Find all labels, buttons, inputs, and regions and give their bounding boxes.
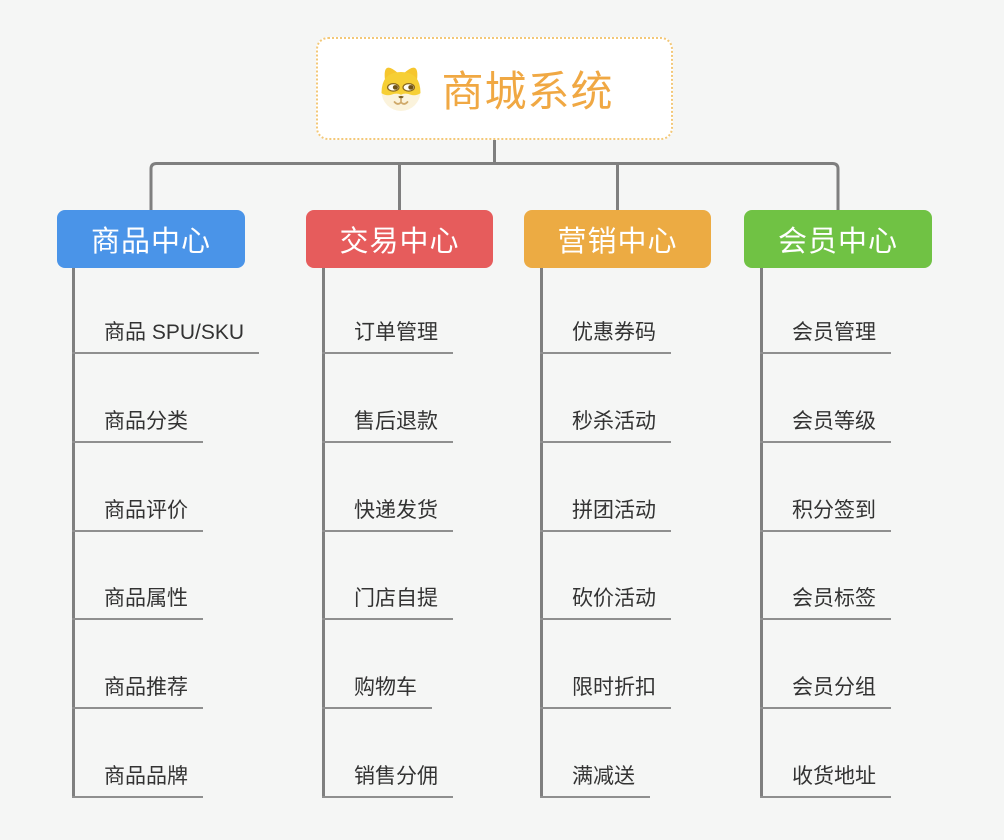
mindmap-leaf[interactable]: 满减送 [540,760,650,798]
branch-node-product-center[interactable]: 商品中心 [57,210,245,268]
mindmap-leaf[interactable]: 商品 SPU/SKU [72,316,260,354]
branch-node-trade-center[interactable]: 交易中心 [306,210,493,268]
mindmap-leaf[interactable]: 门店自提 [322,582,453,620]
branch-node-member-center[interactable]: 会员中心 [744,210,932,268]
branch-label: 商品中心 [90,226,211,258]
branch-node-marketing-center[interactable]: 营销中心 [524,210,711,268]
root-node[interactable]: 商城系统 [316,37,673,140]
mindmap-leaf[interactable]: 销售分佣 [322,760,453,798]
mindmap-leaf[interactable]: 收货地址 [760,760,891,798]
mindmap-leaf[interactable]: 拼团活动 [540,494,671,532]
mindmap-leaf[interactable]: 秒杀活动 [540,405,671,443]
connector-bus [149,162,840,211]
mindmap-leaf[interactable]: 会员等级 [760,405,891,443]
mindmap-leaf[interactable]: 会员分组 [760,671,891,709]
mindmap-leaf[interactable]: 商品分类 [72,405,203,443]
branch-label: 营销中心 [557,226,678,258]
mindmap-leaf[interactable]: 优惠券码 [540,316,671,354]
branch-label: 会员中心 [777,226,898,258]
mindmap-leaf[interactable]: 商品品牌 [72,760,203,798]
root-title: 商城系统 [441,68,614,115]
branch-label: 交易中心 [339,226,460,258]
mindmap-leaf[interactable]: 购物车 [322,671,432,709]
mindmap-leaf[interactable]: 会员管理 [760,316,891,354]
dog-icon [381,67,421,111]
mindmap-leaf[interactable]: 会员标签 [760,582,891,620]
mindmap-leaf[interactable]: 砍价活动 [540,582,671,620]
mindmap-leaf[interactable]: 商品评价 [72,494,203,532]
mindmap-leaf[interactable]: 限时折扣 [540,671,671,709]
mindmap-leaf[interactable]: 售后退款 [322,405,453,443]
mindmap-leaf[interactable]: 商品属性 [72,582,203,620]
mindmap-leaf[interactable]: 积分签到 [760,494,891,532]
mindmap-leaf[interactable]: 商品推荐 [72,671,203,709]
mindmap-leaf[interactable]: 订单管理 [322,316,453,354]
mindmap-leaf[interactable]: 快递发货 [322,494,453,532]
